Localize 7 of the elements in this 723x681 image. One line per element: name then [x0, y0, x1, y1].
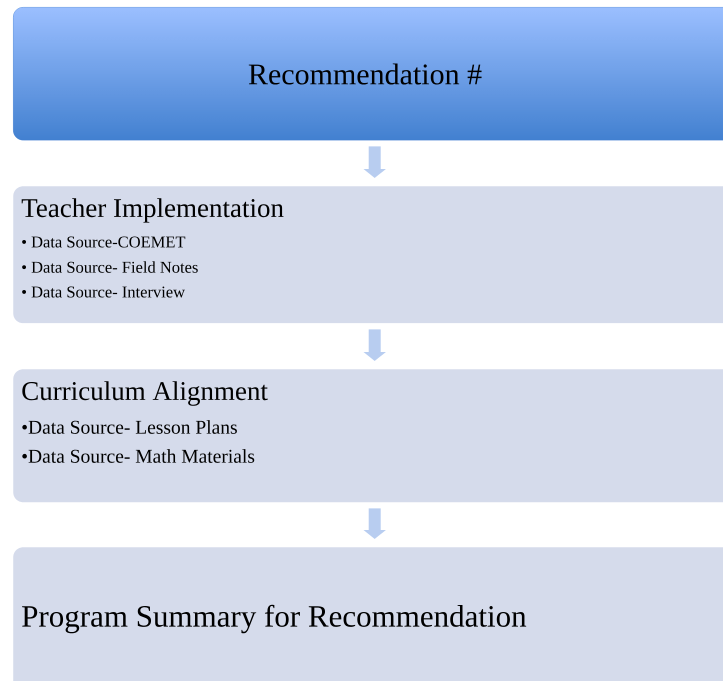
bullet-item: •Data Source- Math Materials [22, 449, 254, 463]
bullet-item: • Data Source-COEMET [22, 236, 186, 248]
process-box: Recommendation # [13, 7, 723, 140]
bullet-item: • Data Source- Field Notes [22, 261, 198, 273]
process-box: Program Summary for Recommendation [13, 547, 723, 681]
bullet-item: • Data Source- Interview [22, 286, 185, 298]
bullet-item: •Data Source- Lesson Plans [22, 420, 237, 434]
